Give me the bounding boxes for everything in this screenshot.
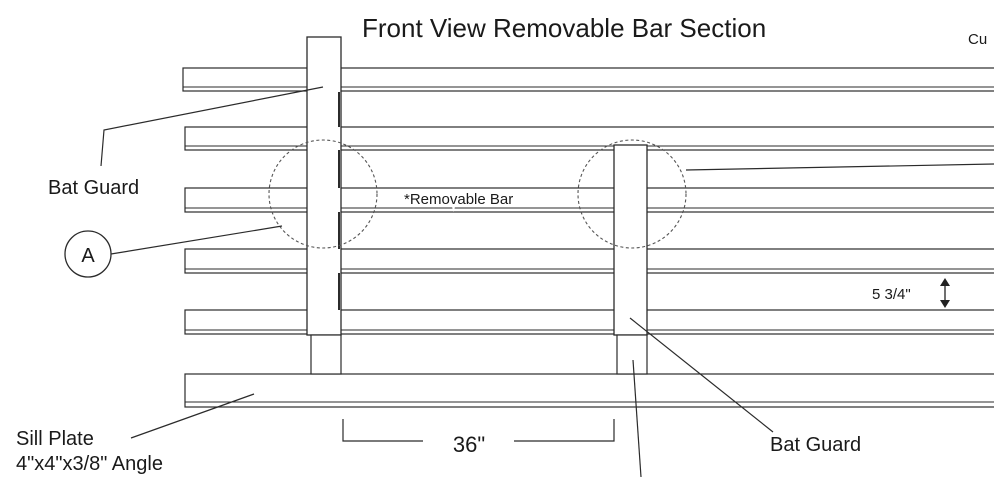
spacing-dimension-text: 5 3/4" [872,286,911,303]
detail-circle-right [577,139,687,249]
sill-plate-bar [184,373,994,408]
detail-circle-left [268,139,378,249]
horizontal-bars [182,67,994,408]
callout-a-letter: A [81,245,95,267]
bat-guard-label-left: Bat Guard [48,177,139,199]
leader-callout-a [110,225,283,255]
leader-right-circle [685,163,994,171]
drawing-title: Front View Removable Bar Section [362,13,766,43]
width-dimension-text: 36" [453,432,485,457]
sill-plate-size-label: 4"x4"x3/8" Angle [16,453,163,475]
removable-bar-label: *Removable Bar [404,191,513,208]
cut-off-edge-text: Cu [968,31,987,48]
bat-guard-label-right: Bat Guard [770,434,861,456]
leader-lines [100,86,994,477]
left-vertical-post [306,36,342,375]
leader-bat-guard-right [629,317,774,433]
horizontal-bar-1 [182,67,994,92]
width-dimension: 36" [342,419,615,457]
sill-plate-label: Sill Plate [16,428,94,450]
leader-bat-guard-left [100,86,324,167]
leader-sill-plate [130,393,255,439]
right-vertical-post [613,144,648,375]
spacing-dimension: 5 3/4" [868,278,950,308]
callout-a-bubble: A [64,230,112,278]
leader-lower-right-post [632,359,642,477]
